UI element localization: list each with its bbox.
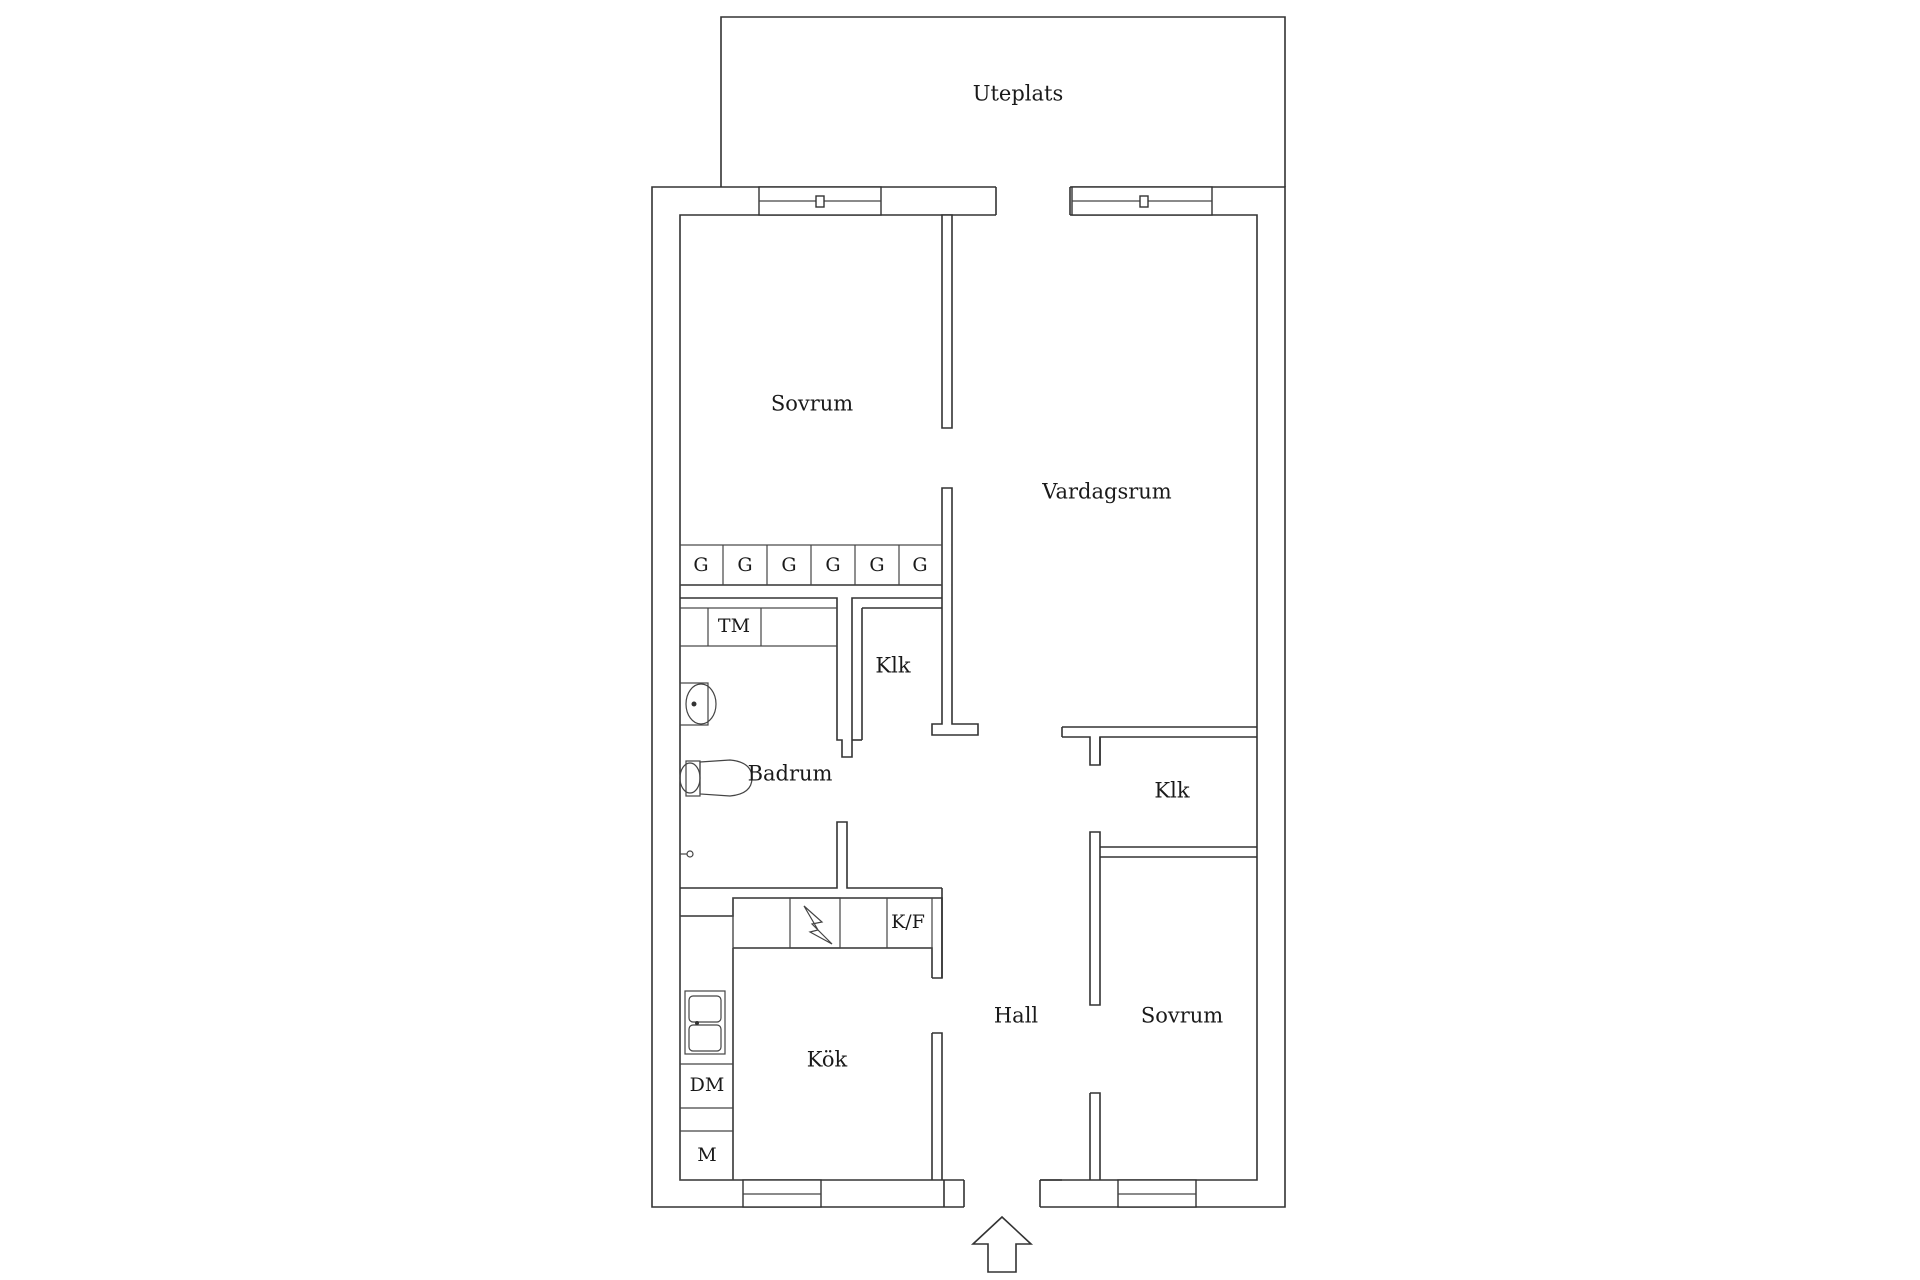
room-label-kitchen: Kök (807, 1048, 848, 1072)
wardrobe-label: G (912, 554, 927, 576)
room-label-hall: Hall (994, 1004, 1039, 1028)
wardrobe-label: G (825, 554, 840, 576)
interior-walls (680, 214, 1257, 1180)
dishwasher-label: DM (690, 1074, 725, 1096)
kitchen-fixtures: DM M K/F (679, 897, 933, 1181)
room-label-living-room: Vardagsrum (1041, 480, 1172, 504)
toilet-icon (679, 759, 753, 797)
window-handle (815, 195, 825, 208)
dryer-label: TM (718, 615, 750, 637)
terrace-label: Uteplats (973, 82, 1063, 106)
top-windows (758, 186, 1213, 216)
room-label-bedroom-bottom: Sovrum (1141, 1004, 1223, 1028)
bathroom-fixtures: TM (679, 607, 838, 858)
room-label-bedroom-top: Sovrum (771, 392, 853, 416)
fridge-freezer-label: K/F (891, 911, 925, 933)
terrace: Uteplats (720, 16, 1286, 187)
wardrobe-label: G (693, 554, 708, 576)
entrance-arrow-icon (970, 1215, 1034, 1273)
room-label-bathroom: Badrum (748, 762, 833, 786)
wardrobe-label: G (737, 554, 752, 576)
microwave-label: M (697, 1144, 716, 1166)
room-labels: Sovrum Vardagsrum Klk Badrum Klk Hall So… (748, 392, 1224, 1072)
wardrobes: G G G G G G (679, 544, 943, 586)
bottom-openings (742, 1178, 1197, 1210)
wardrobe-label: G (869, 554, 884, 576)
window-handle (1139, 195, 1149, 208)
sink-icon (679, 682, 717, 726)
kitchen-sink-icon (684, 990, 726, 1055)
stove-icon (789, 897, 841, 949)
wardrobe-label: G (781, 554, 796, 576)
tap-icon (680, 850, 694, 858)
room-label-closet-left: Klk (875, 654, 910, 678)
room-label-closet-right: Klk (1154, 779, 1189, 803)
